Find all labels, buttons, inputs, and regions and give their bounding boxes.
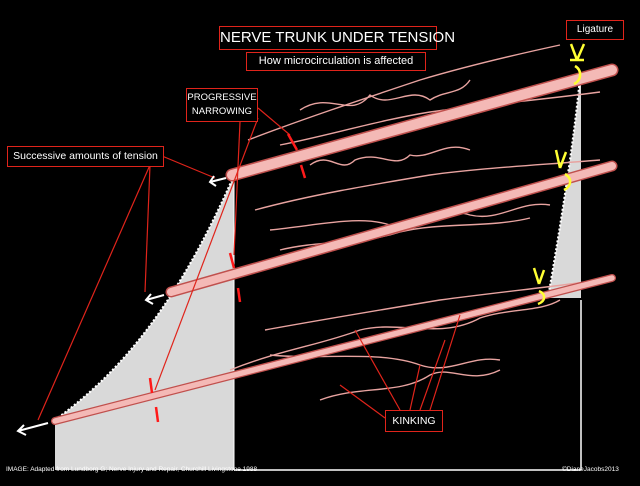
nerve-trunk-2: [167, 162, 616, 296]
vessel: [254, 159, 601, 211]
narrowing-arrow: [299, 164, 307, 179]
nerve-trunk-3: [52, 275, 615, 424]
tension-arrows: [16, 175, 227, 436]
pointer-lines: [37, 29, 596, 421]
pointer-line-kinking-3: [419, 339, 446, 411]
pointer-line-narrowing-2: [233, 121, 241, 256]
progressive-narrowing-label: PROGRESSIVE NARROWING: [186, 88, 258, 122]
narrowing-arrow: [286, 133, 299, 151]
right-tension-curve: [546, 77, 582, 299]
image-credit: IMAGE: Adapted from Lundborg G; Nerve In…: [6, 466, 258, 473]
narrowing-arrows: [148, 133, 307, 423]
vessel: [279, 91, 601, 146]
ligature-label: Ligature: [566, 20, 624, 40]
pointer-line-kinking-5: [339, 384, 386, 419]
pointer-line-tension-2: [144, 164, 151, 293]
pointer-line-kinking-1: [354, 329, 401, 411]
vessel: [264, 279, 601, 331]
ligature-arrow-3: [532, 267, 546, 285]
kinking-label: KINKING: [385, 410, 443, 432]
ligature-mark-2: [563, 172, 572, 192]
nerve-trunks: [51, 63, 619, 425]
pointer-line-tension-1: [161, 155, 216, 179]
successive-tension-label: Successive amounts of tension: [7, 146, 164, 167]
vessel: [299, 79, 471, 111]
vessel: [309, 146, 471, 166]
ligatures: [532, 43, 586, 306]
tension-arrow-3: [16, 422, 49, 436]
diagram-title: NERVE TRUNK UNDER TENSION: [219, 26, 455, 50]
ligature-mark-3: [537, 289, 546, 306]
narrowing-arrow: [228, 252, 236, 269]
pointer-line-kinking-4: [429, 314, 461, 411]
ligature-arrow-2: [554, 149, 568, 169]
pointer-line-narrowing-3: [154, 117, 259, 391]
narrowing-arrow: [236, 287, 242, 303]
ligature-arrow-1: [569, 43, 586, 62]
pointer-line-narrowing-1: [257, 107, 291, 136]
diagram-subtitle: How microcirculation is affected: [246, 52, 426, 71]
narrowing-arrow: [154, 406, 160, 423]
vessel: [319, 369, 501, 401]
pointer-line-tension-3: [37, 164, 151, 421]
left-shaded-region: [55, 180, 234, 470]
ligature-mark-1: [573, 64, 582, 86]
pointer-line-kinking-2: [409, 364, 421, 411]
copyright-notice: ©DianeJacobs2013: [562, 466, 619, 473]
right-shaded-region: [548, 78, 581, 298]
tension-arrow-1: [208, 175, 227, 187]
narrowing-arrow: [148, 377, 154, 394]
nerve-trunk-1: [227, 65, 617, 180]
tension-arrow-2: [144, 293, 165, 305]
vessel: [247, 44, 561, 141]
